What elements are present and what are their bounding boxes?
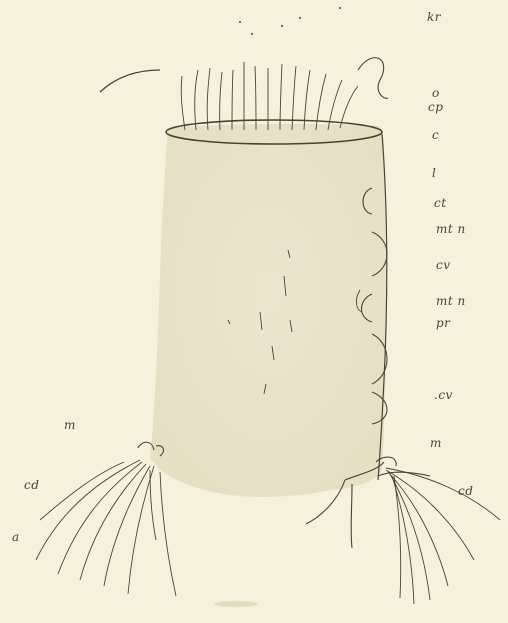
label-mn-lower: mt n <box>436 294 466 308</box>
left-cirri <box>36 460 176 596</box>
label-mn-upper: mt n <box>436 222 466 236</box>
upper-field-marks <box>239 7 341 35</box>
label-a: a <box>12 530 20 544</box>
label-cd-left: cd <box>24 478 39 492</box>
label-ct: ct <box>434 196 447 210</box>
body-outline <box>150 124 386 497</box>
label-kr: kr <box>427 10 441 24</box>
left-membranelle <box>100 70 160 92</box>
label-m-right: m <box>430 436 442 450</box>
right-cirri <box>386 468 500 604</box>
right-membranelle <box>358 58 388 99</box>
label-pr: pr <box>436 316 450 330</box>
label-cv-lower: .cv <box>434 388 453 402</box>
label-cp: cp <box>428 100 443 114</box>
label-o: o <box>432 86 440 100</box>
label-l: l <box>432 166 436 180</box>
label-m-left: m <box>64 418 76 432</box>
base-mark <box>214 601 258 607</box>
label-cv-upper: cv <box>436 258 451 272</box>
label-c: c <box>432 128 439 142</box>
label-cd-right: cd <box>458 484 473 498</box>
